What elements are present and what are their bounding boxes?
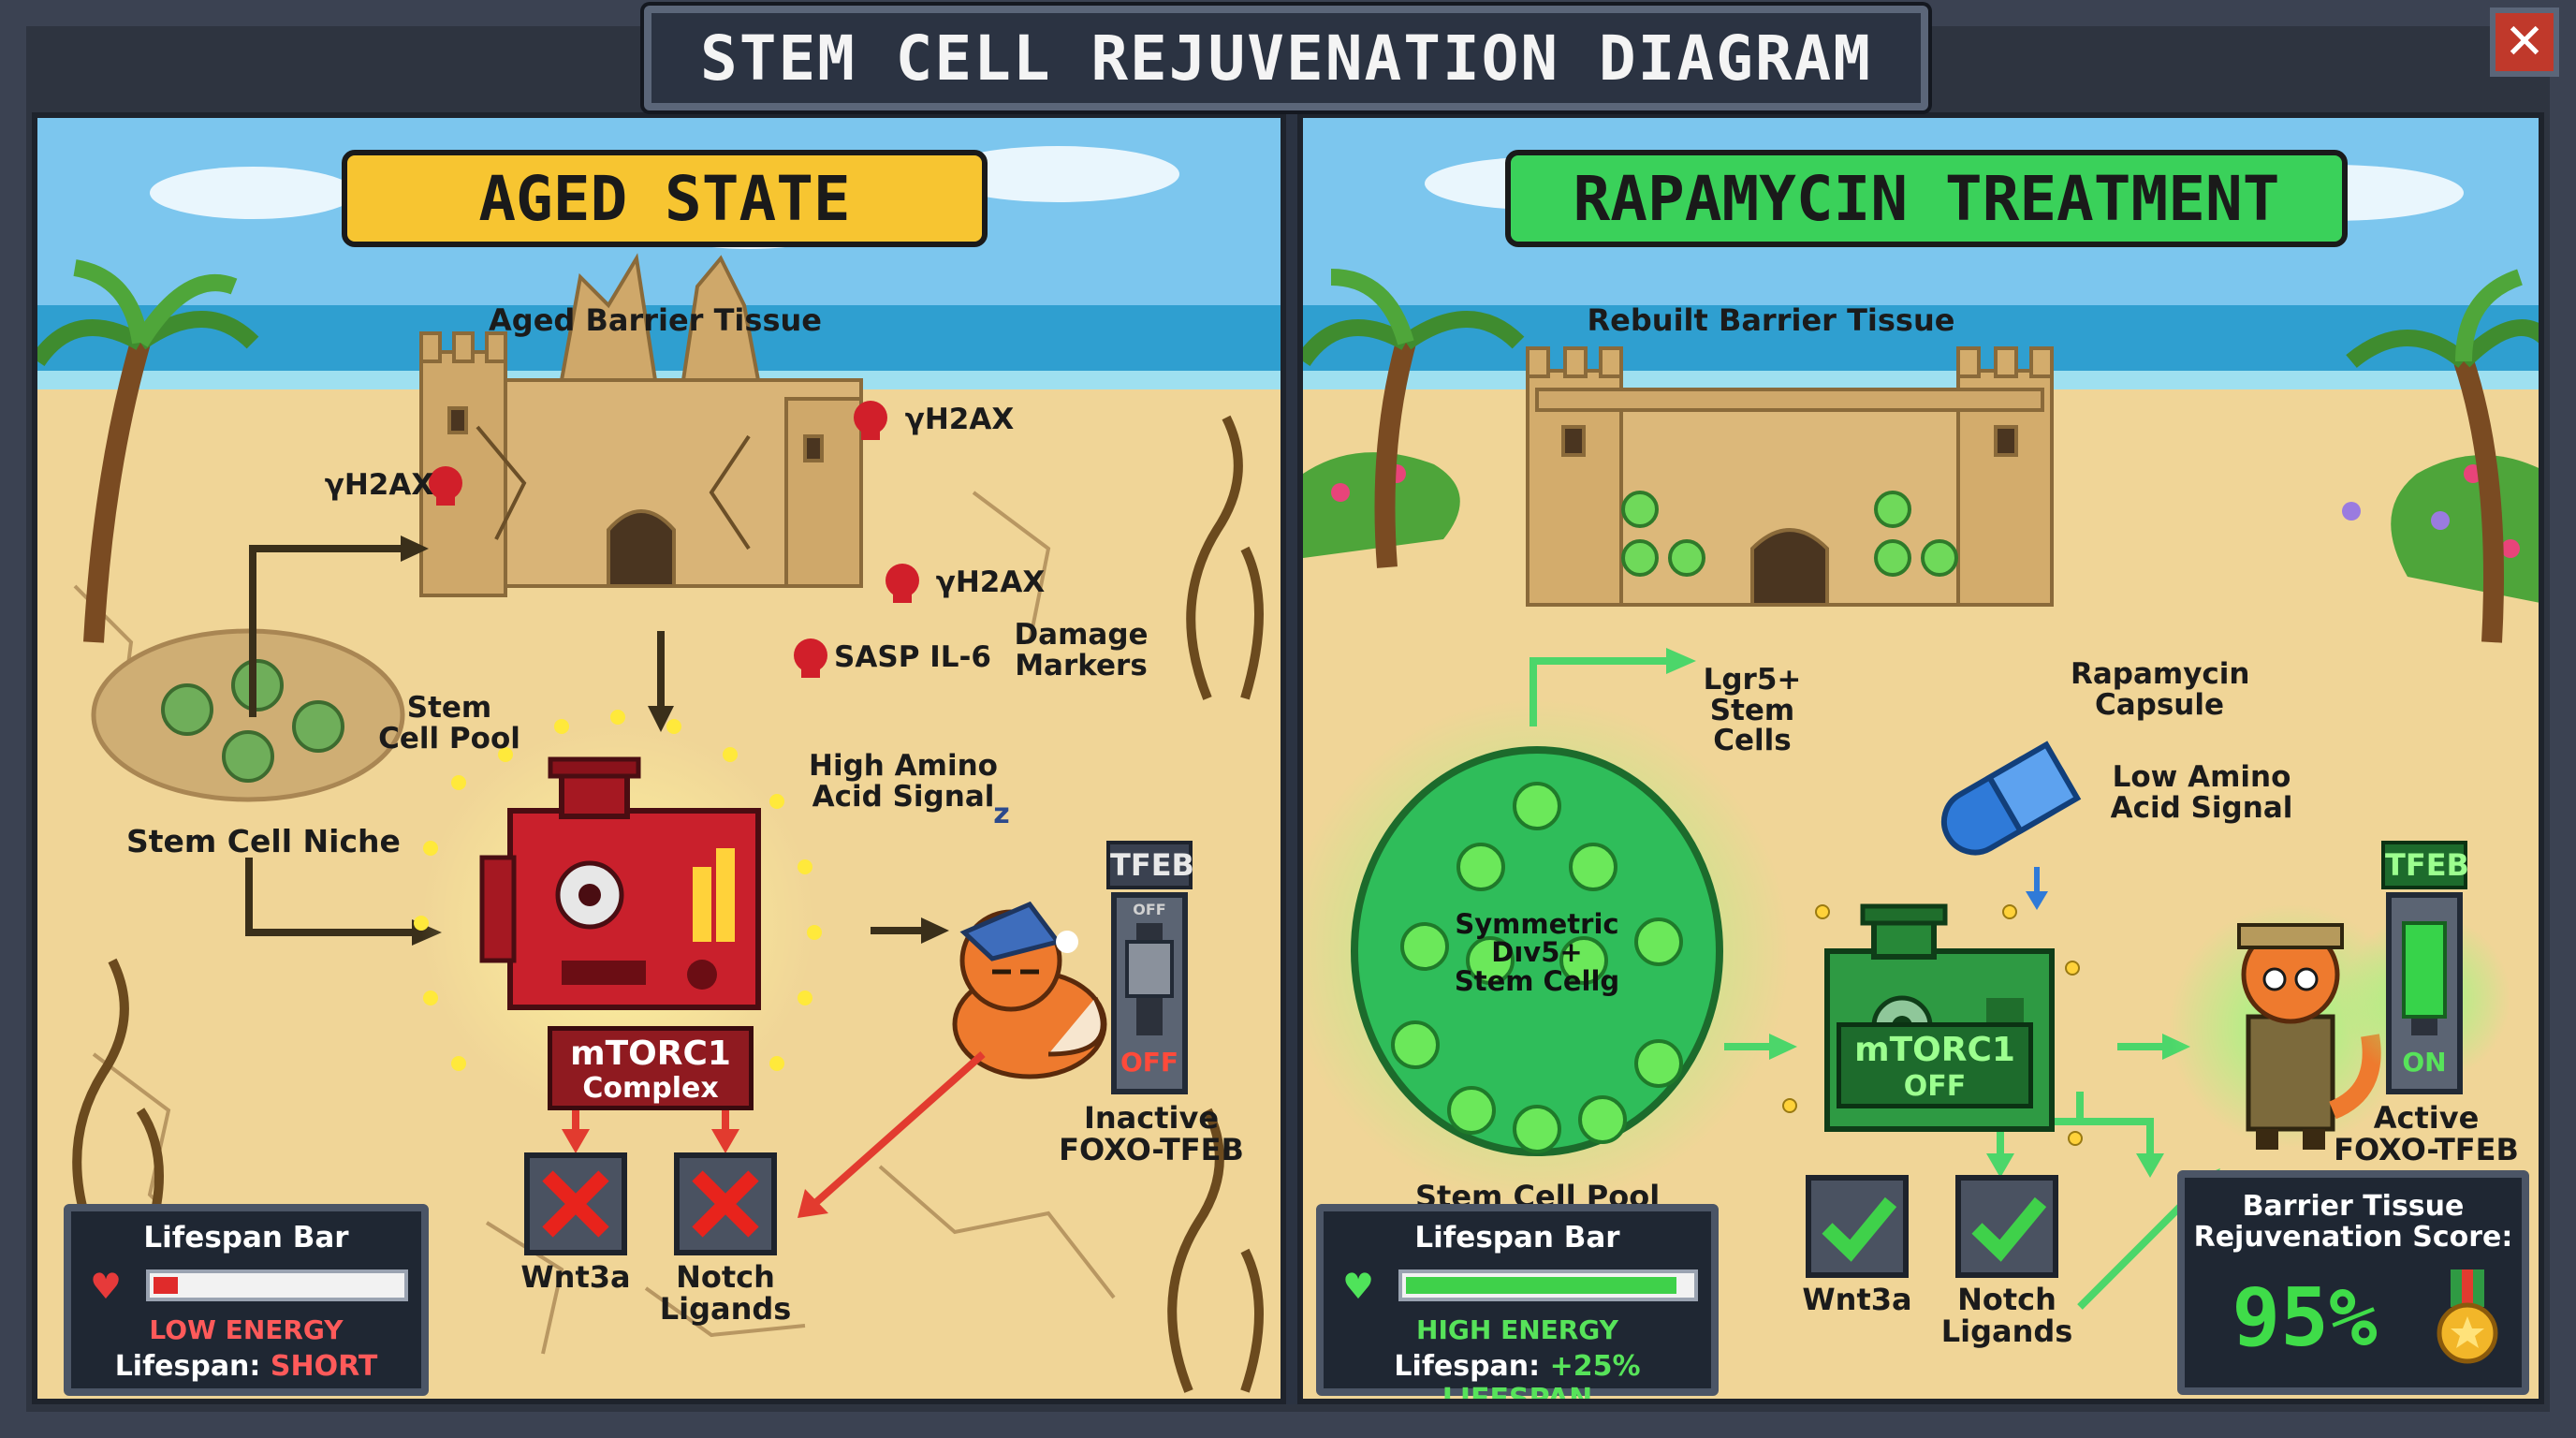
lifespan-line: Lifespan: +25% LIFESPAN [1324, 1350, 1711, 1404]
lifespan-bar-panel: Lifespan Bar ♥ HIGH ENERGY Lifespan: +25… [1316, 1204, 1719, 1399]
heart-icon: ♥ [90, 1266, 123, 1307]
check-mark-icon [1955, 1175, 2058, 1278]
wnt3a-label: Wnt3a [1802, 1282, 1912, 1317]
lifespan-bar-track [146, 1269, 408, 1301]
x-mark-icon [524, 1152, 627, 1255]
lifespan-line-value: +25% LIFESPAN [1442, 1350, 1641, 1404]
energy-status: HIGH ENERGY [1416, 1314, 1618, 1345]
mtorc1-machine-active [479, 756, 761, 1010]
close-button[interactable]: ✕ [2490, 7, 2559, 77]
stem-cell-pool-label: Stem Cell Pool [378, 691, 520, 756]
treatment-panel: RAPAMYCIN TREATMENT Rebuilt Barrier Tiss… [1297, 112, 2544, 1404]
close-icon: ✕ [2504, 14, 2545, 70]
gh2ax-label-3: γH2AX [935, 565, 1046, 599]
aged-sandcastle [419, 253, 863, 597]
score-value: 95% [2232, 1271, 2378, 1365]
aged-tissue-label: Aged Barrier Tissue [489, 302, 822, 338]
window-title: STEM CELL REJUVENATION DIAGRAM [699, 22, 1873, 95]
palm-tree-icon [2346, 269, 2539, 643]
medal-icon [2437, 1269, 2498, 1364]
tfeb-switch-off [1111, 892, 1188, 1094]
lifespan-bar-track [1398, 1269, 1698, 1301]
rebuilt-tissue-label: Rebuilt Barrier Tissue [1587, 302, 1955, 338]
wnt3a-label: Wnt3a [520, 1259, 631, 1295]
heart-icon: ♥ [1342, 1266, 1375, 1307]
lifespan-line-label: Lifespan: [114, 1350, 261, 1383]
tfeb-label: TFEB [2381, 841, 2469, 889]
stem-cell-niche-label: Stem Cell Niche [126, 823, 401, 859]
rebuilt-sandcastle [1526, 346, 2054, 607]
capsule-label: Rapamycin Capsule [2071, 657, 2250, 722]
lgr5-label: Lgr5+ Stem Cells [1703, 663, 1802, 758]
tfeb-switch-on [2386, 892, 2463, 1094]
capsule-icon [1940, 741, 2082, 856]
gh2ax-label-2: γH2AX [324, 468, 434, 502]
lifespan-line-value: SHORT [270, 1350, 378, 1383]
tfeb-switch-top-label: OFF [1133, 901, 1166, 918]
low-amino-label: Low Amino Acid Signal [2110, 760, 2293, 825]
energy-status: LOW ENERGY [149, 1314, 344, 1345]
lifespan-bar-fill [154, 1277, 178, 1294]
window-title-bar: STEM CELL REJUVENATION DIAGRAM [644, 6, 1928, 110]
lifespan-bar-fill [1406, 1277, 1676, 1294]
mtorc1-title: mTORC1 [570, 1034, 731, 1073]
mtorc1-complex-label: mTORC1 Complex [548, 1026, 754, 1110]
mtorc1-status: OFF [1903, 1070, 1967, 1103]
fox-icon [952, 901, 1107, 1079]
lifespan-bar-title: Lifespan Bar [1414, 1221, 1620, 1255]
tfeb-switch-state: ON [2402, 1047, 2447, 1078]
lifespan-bar-title: Lifespan Bar [143, 1221, 349, 1255]
symmetric-division-label: Symmetric Dıv5+ Stem Cellg [1454, 908, 1620, 997]
gh2ax-label-1: γH2AX [904, 403, 1015, 436]
tfeb-label: TFEB [1106, 841, 1194, 889]
lifespan-line: Lifespan: SHORT [71, 1350, 421, 1383]
rejuvenation-score-panel: Barrier Tissue Rejuvenation Score: 95% [2177, 1170, 2529, 1395]
palm-tree-icon [1303, 269, 1525, 568]
lifespan-line-label: Lifespan: [1394, 1350, 1541, 1383]
mtorc1-off-label: mTORC1 OFF [1837, 1022, 2033, 1108]
notch-ligands-label: Notch Ligands [659, 1259, 792, 1327]
aged-state-banner: AGED STATE [342, 150, 988, 247]
fox-icon [2237, 923, 2381, 1150]
notch-ligands-label: Notch Ligands [1940, 1282, 2073, 1349]
score-title: Barrier Tissue Rejuvenation Score: [2193, 1190, 2513, 1254]
rapamycin-treatment-banner: RAPAMYCIN TREATMENT [1505, 150, 2348, 247]
amino-signal-label: High Amino Acid Signal [809, 749, 998, 814]
skull-icon [429, 401, 919, 678]
mtorc1-title: mTORC1 [1854, 1031, 2015, 1069]
aged-state-panel: AGED STATE Aged Barrier Tissue γH2AX γH2… [32, 112, 1286, 1404]
sasp-label: SASP IL-6 [834, 640, 991, 674]
check-mark-icon [1806, 1175, 1909, 1278]
lifespan-bar-panel: Lifespan Bar ♥ LOW ENERGY Lifespan: SHOR… [64, 1204, 429, 1396]
sleep-z-icon: z [993, 798, 1010, 830]
damage-markers-label: Damage Markers [1014, 618, 1149, 682]
tfeb-caption: Inactive FOXO-TFEB [1059, 1100, 1244, 1167]
tfeb-caption: Active FOXO-TFEB [2334, 1100, 2519, 1167]
palm-tree-icon [37, 259, 259, 643]
x-mark-icon [674, 1152, 777, 1255]
mtorc1-subtitle: Complex [582, 1072, 719, 1105]
tfeb-switch-state: OFF [1120, 1047, 1179, 1078]
panel-divider [1286, 112, 1297, 1404]
